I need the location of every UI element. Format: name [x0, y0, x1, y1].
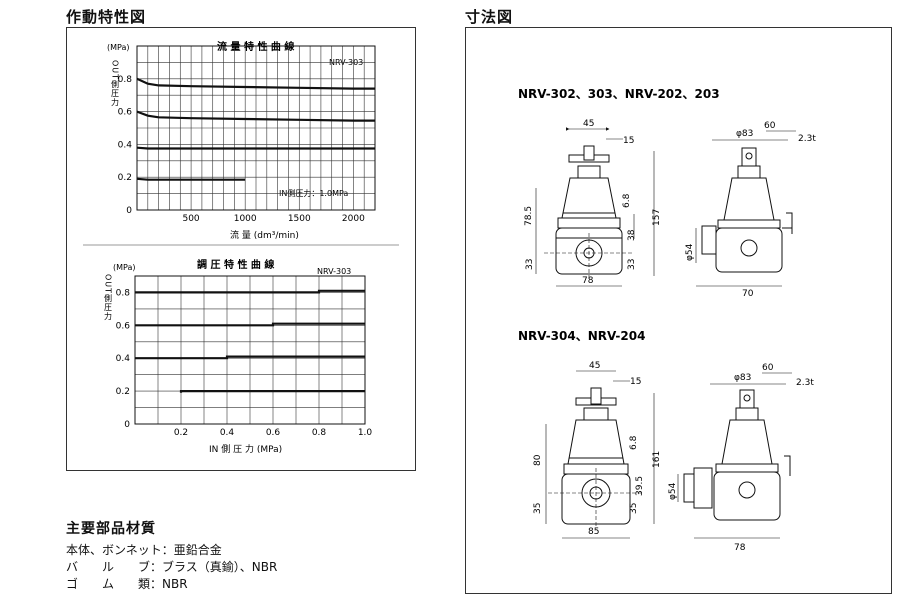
y-tick-label: 0.8: [118, 75, 133, 85]
material-value: ：亜鉛合金: [161, 543, 222, 557]
bottom-dim-60: 60: [762, 363, 774, 373]
plot-frame: [134, 275, 366, 425]
flow-xlabel: 流 量 (dm³/min): [230, 229, 299, 241]
series-line-2: [135, 322, 365, 327]
left-heading: 作動特性図: [66, 8, 147, 26]
top-dim-33b: 33: [627, 259, 637, 270]
top-front-view: [535, 127, 655, 287]
top-dim-157: 157: [652, 209, 662, 226]
materials-heading: 主要部品材質: [66, 521, 156, 537]
material-value: ：ブラス（真鍮）、NBR: [150, 560, 278, 574]
x-tick-label: 1500: [288, 214, 311, 224]
y-tick-label: 0.2: [116, 387, 130, 397]
series-line-4: [136, 177, 246, 181]
top-dim-70: 70: [742, 289, 754, 299]
top-dim-phi54: φ54: [685, 243, 695, 261]
top-side-view: [695, 130, 796, 287]
bottom-dim-15: 15: [630, 377, 641, 387]
top-dim-45: 45: [583, 119, 594, 129]
series-line-2: [136, 110, 375, 122]
bottom-dim-23: 2.3t: [796, 378, 814, 388]
press-xlabel: IN 側 圧 力 (MPa): [209, 443, 282, 455]
top-dim-23: 2.3t: [798, 134, 816, 144]
material-label: バ ル ブ: [66, 560, 151, 574]
x-tick-label: 500: [182, 214, 199, 224]
material-row-body: 本体、ボンネット：亜鉛合金: [66, 542, 277, 559]
x-tick-label: 0.2: [174, 428, 188, 438]
bottom-front-view: [545, 370, 655, 539]
x-tick-label: 0.8: [312, 428, 327, 438]
material-label: ゴ ム 類: [66, 577, 151, 591]
y-tick-label: 0.6: [118, 108, 133, 118]
x-tick-label: 2000: [342, 214, 365, 224]
drawing-panel: NRV-302、303、NRV-202、203: [465, 27, 892, 594]
x-tick-label: 1.0: [358, 428, 373, 438]
y-tick-label: 0.2: [118, 173, 132, 183]
bottom-dim-35a: 35: [533, 503, 543, 514]
x-tick-label: 0.4: [220, 428, 235, 438]
press-grid: [134, 275, 366, 425]
plot-frame: [136, 45, 376, 211]
bottom-dim-45: 45: [589, 361, 600, 371]
series-line-1: [136, 77, 375, 90]
charts-svg: (MPa) 流 量 特 性 曲 線 NRV-303 OUT側圧力 流 量 (dm…: [83, 40, 399, 455]
x-tick-label: 1000: [234, 214, 257, 224]
top-dim-phi83: φ83: [736, 129, 753, 139]
series-line-3: [136, 146, 375, 150]
bottom-dim-35b: 35: [629, 503, 639, 514]
press-series: [135, 289, 365, 393]
top-dim-33a: 33: [525, 259, 535, 270]
top-dim-785: 78.5: [524, 206, 534, 226]
press-title: 調 圧 特 性 曲 線: [197, 258, 274, 271]
y-tick-label: 0.4: [118, 140, 133, 150]
material-label: 本体、ボンネット: [66, 543, 162, 557]
x-tick-label: 0.6: [266, 428, 281, 438]
bottom-dim-80: 80: [533, 454, 543, 466]
top-dim-60: 60: [764, 121, 776, 131]
material-value: ：NBR: [150, 577, 188, 591]
press-model: NRV-303: [317, 267, 351, 276]
top-dim-15: 15: [623, 136, 634, 146]
flow-ylabel: OUT側圧力: [111, 60, 120, 107]
bottom-dim-phi54: φ54: [668, 482, 678, 500]
top-dim-78: 78: [582, 276, 594, 286]
press-ticks: 0.2 0.4 0.6 0.8 1.0 0 0.2 0.4 0.6 0.8: [116, 288, 373, 438]
flow-grid: [136, 45, 376, 211]
press-yunit: (MPa): [113, 263, 136, 272]
bottom-dim-395: 39.5: [635, 476, 645, 496]
bottom-dim-phi83: φ83: [734, 373, 751, 383]
top-dim-38: 38: [627, 229, 637, 241]
material-row-valve: バ ル ブ：ブラス（真鍮）、NBR: [66, 559, 277, 576]
flow-series: [136, 77, 375, 181]
bottom-dim-161: 161: [652, 451, 662, 468]
chart-panel: (MPa) 流 量 特 性 曲 線 NRV-303 OUT側圧力 流 量 (dm…: [66, 27, 416, 471]
material-row-rubber: ゴ ム 類：NBR: [66, 576, 277, 593]
right-heading: 寸法図: [465, 8, 514, 26]
flow-ticks: 500 1000 1500 2000 0 0.2 0.4 0.6 0.8: [118, 75, 365, 224]
bottom-side-view: [677, 372, 792, 539]
y-tick-label: 0: [124, 420, 130, 430]
top-dim-68: 6.8: [622, 193, 632, 208]
y-tick-label: 0: [126, 206, 132, 216]
y-tick-label: 0.6: [116, 321, 131, 331]
drawing-svg: NRV-302、303、NRV-202、203: [518, 87, 816, 553]
bottom-dim-78: 78: [734, 543, 746, 553]
bottom-dim-68: 6.8: [629, 435, 639, 450]
bottom-dim-85: 85: [588, 527, 599, 537]
y-tick-label: 0.8: [116, 288, 131, 298]
flow-annotation: IN側圧力：1.0MPa: [279, 188, 348, 198]
press-ylabel: OUT側圧力: [104, 274, 113, 321]
series-line-1: [135, 289, 365, 294]
materials-list: 本体、ボンネット：亜鉛合金 バ ル ブ：ブラス（真鍮）、NBR ゴ ム 類：NB…: [66, 542, 277, 593]
series-line-4: [179, 390, 365, 393]
flow-yunit: (MPa): [107, 43, 130, 52]
bottom-model-title: NRV-304、NRV-204: [518, 329, 645, 343]
y-tick-label: 0.4: [116, 354, 131, 364]
series-line-3: [135, 355, 365, 360]
top-model-title: NRV-302、303、NRV-202、203: [518, 87, 720, 101]
